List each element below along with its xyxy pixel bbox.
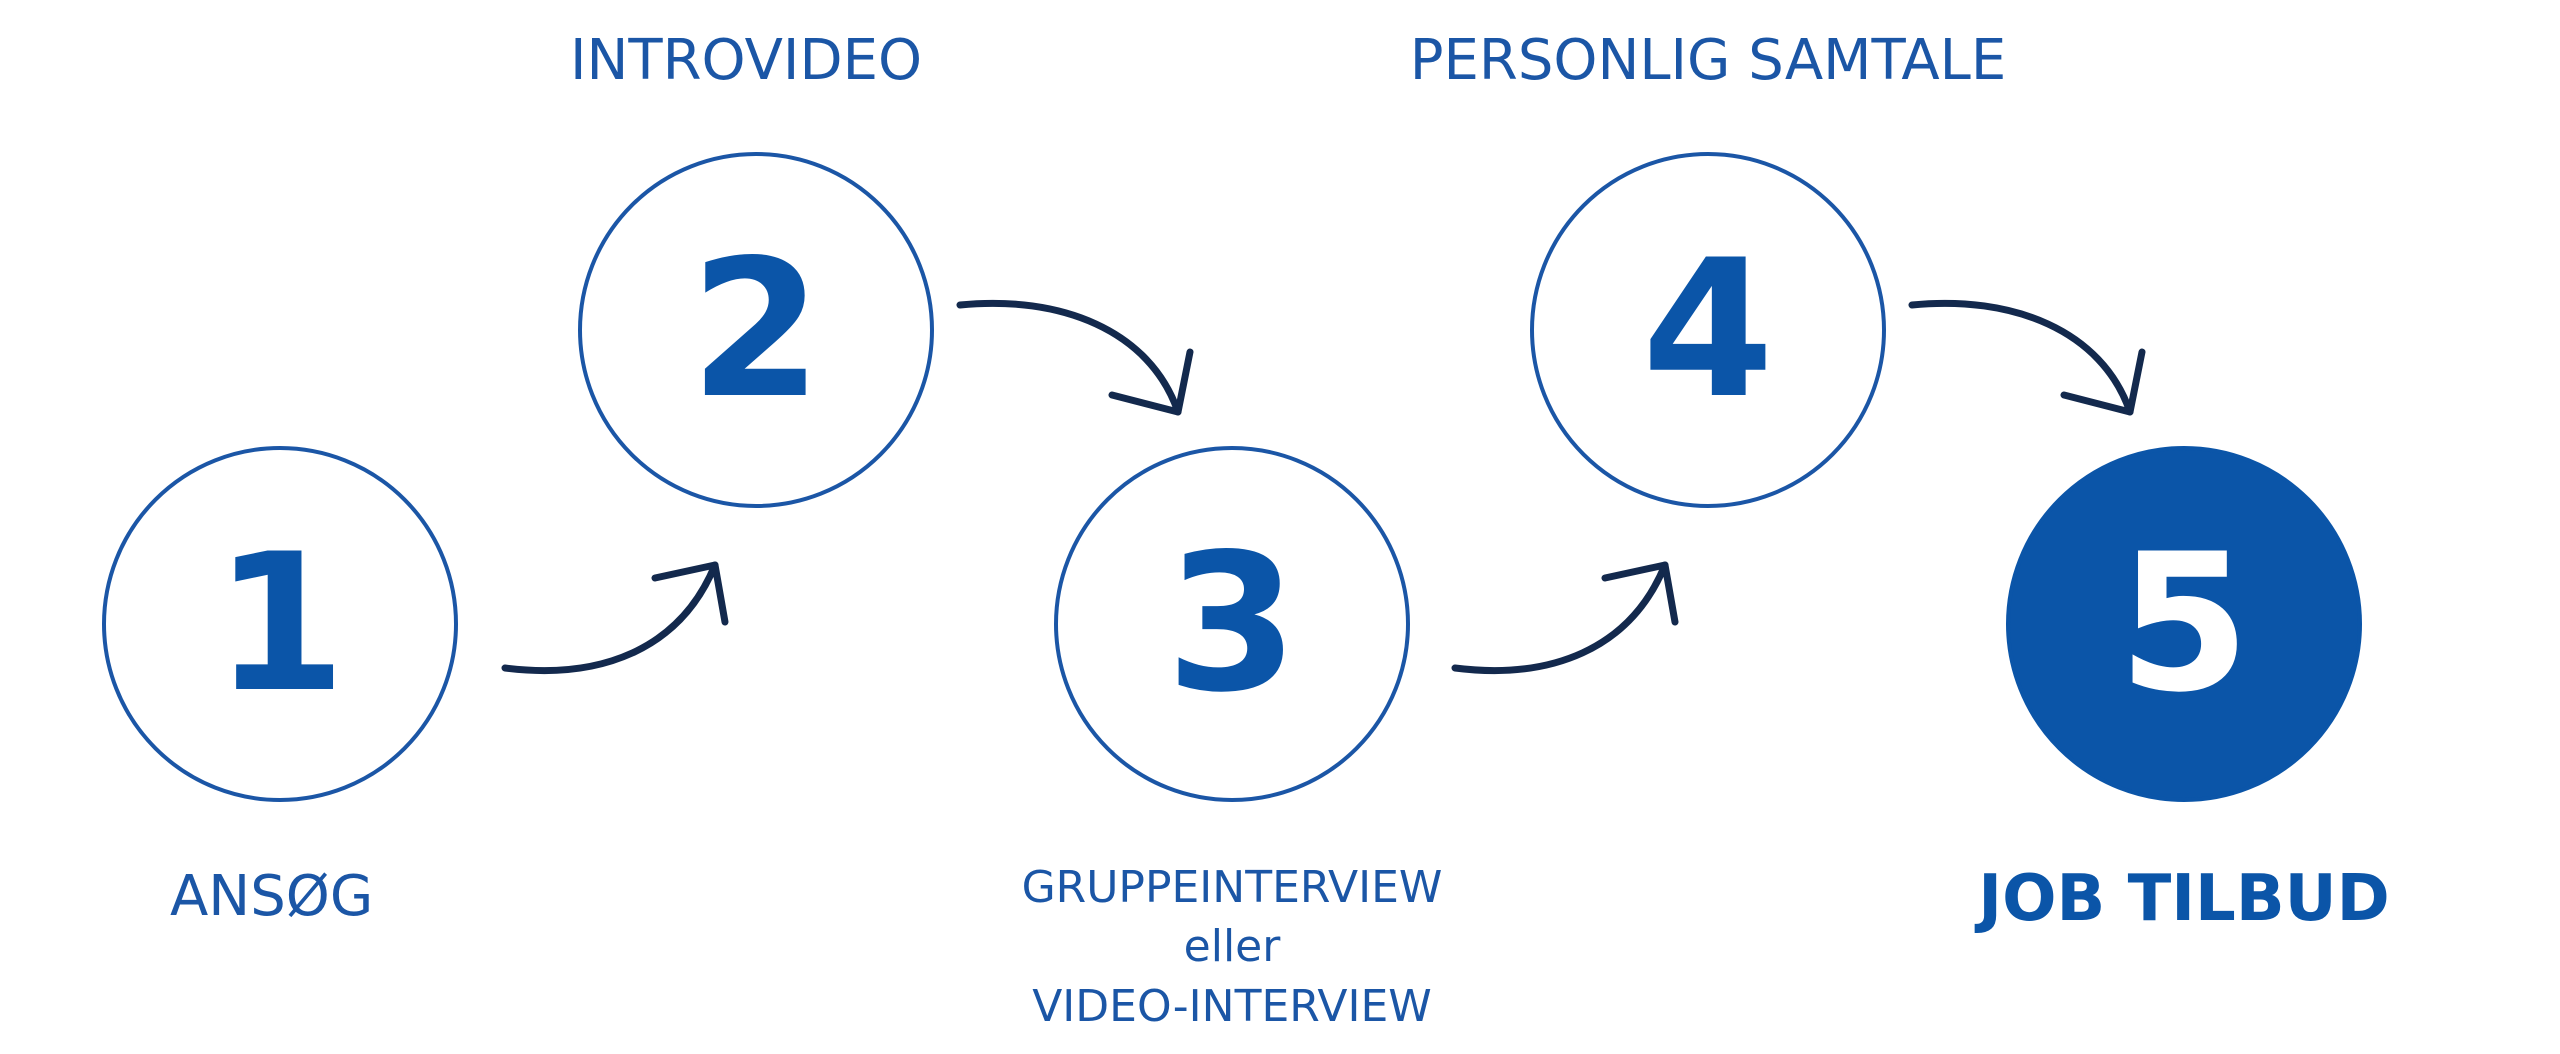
step-3-label: GRUPPEINTERVIEW eller VIDEO-INTERVIEW — [1021, 862, 1443, 1032]
step-2-label: INTROVIDEO — [570, 28, 923, 93]
curved-arrow-icon-3-to-4 — [1451, 561, 1679, 674]
curved-arrow-icon-4-to-5 — [1908, 299, 2146, 416]
step-3-circle: 3 — [1054, 446, 1410, 802]
step-5-label: JOB TILBUD — [1978, 862, 2390, 936]
step-2-circle: 2 — [578, 152, 934, 508]
step-5-circle: 5 — [2006, 446, 2362, 802]
step-1-label: ANSØG — [170, 864, 374, 929]
step-5-number: 5 — [2117, 513, 2251, 734]
step-4-number: 4 — [1641, 219, 1775, 440]
curved-arrow-icon-1-to-2 — [501, 561, 729, 674]
step-4-label: PERSONLIG SAMTALE — [1409, 28, 2007, 93]
step-1-circle: 1 — [102, 446, 458, 802]
step-4-circle: 4 — [1530, 152, 1886, 508]
step-3-number: 3 — [1165, 513, 1299, 734]
step-2-number: 2 — [689, 219, 823, 440]
step-1-number: 1 — [213, 513, 347, 734]
curved-arrow-icon-2-to-3 — [956, 299, 1194, 416]
